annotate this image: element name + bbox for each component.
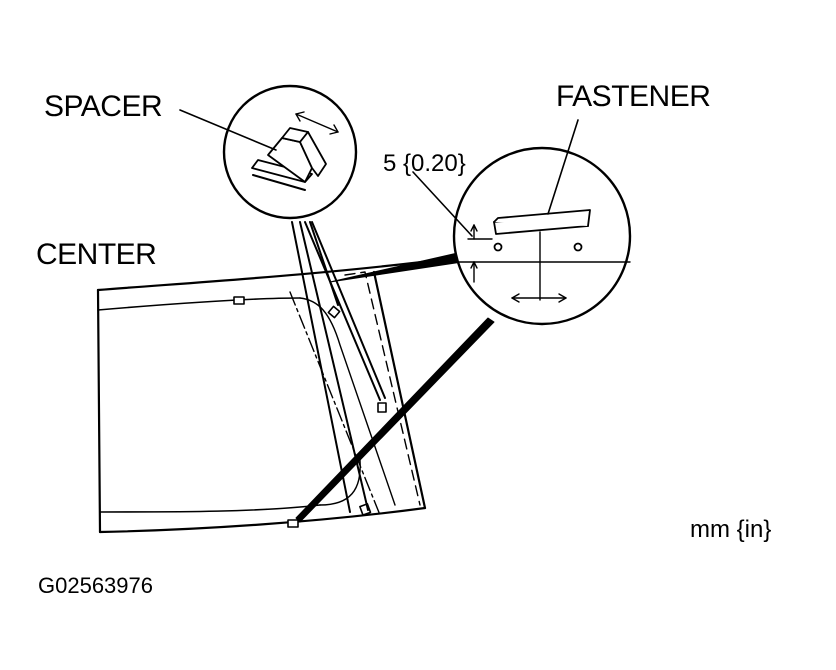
center-label: CENTER [36, 238, 157, 271]
spacer-part [251, 127, 327, 191]
clip-markers [233, 296, 387, 528]
center-line [289, 291, 381, 516]
fastener-part [493, 209, 591, 252]
figure-id: G02563976 [38, 573, 153, 598]
fastener-label: FASTENER [556, 80, 711, 113]
dimension-label: 5 {0.20} [383, 150, 466, 177]
units-label: mm {in} [690, 516, 772, 543]
spacer-detail-circle [222, 84, 358, 220]
clip-marker [377, 402, 387, 413]
clip-marker [233, 296, 245, 305]
fastener-cross-lines [455, 231, 631, 301]
spacer-label: SPACER [44, 90, 163, 123]
clip-marker [287, 519, 299, 528]
inner-guides [299, 271, 421, 506]
spacer-adjust-arrow [295, 111, 339, 135]
clip-marker [327, 305, 341, 319]
spacer-leader-lines [291, 221, 386, 513]
fastener-adjust-arrow [511, 293, 567, 303]
windshield-glass [96, 256, 457, 534]
label-leaders [179, 109, 579, 237]
fastener-leader-lines [295, 251, 495, 523]
fastener-detail-circle [452, 146, 632, 326]
dimension-marks [467, 224, 493, 283]
